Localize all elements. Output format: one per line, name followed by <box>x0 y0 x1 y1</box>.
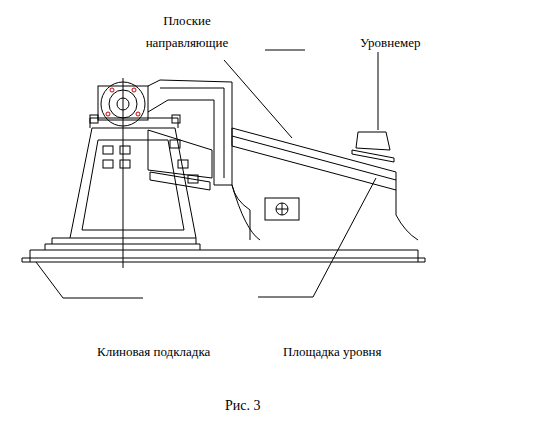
pedestal <box>70 128 196 238</box>
level-meter-base <box>352 150 394 162</box>
part-label: Плоские направляющие <box>139 10 235 54</box>
bolts <box>90 115 198 183</box>
part-label: Площадка уровня <box>283 341 381 363</box>
indicator-cross <box>276 203 288 215</box>
leader-line <box>224 60 292 138</box>
level-platform-edge <box>232 136 396 180</box>
bracket <box>148 130 212 178</box>
leader-line <box>258 178 376 297</box>
indicator-box <box>265 198 299 220</box>
frame-curve <box>232 185 260 240</box>
upper-arm-rib <box>160 88 224 178</box>
indicator <box>276 203 288 215</box>
center-line <box>123 78 124 268</box>
frame <box>232 185 418 240</box>
leader-line <box>36 262 143 298</box>
bracket-lower <box>150 172 210 190</box>
level-platform <box>232 128 396 190</box>
pedestal-inner <box>82 140 184 230</box>
leader-line <box>378 52 379 130</box>
part-label: Клиновая подкладка <box>97 341 210 363</box>
leader-line <box>265 50 305 51</box>
level-meter <box>356 132 390 150</box>
figure-caption: Рис. 3 <box>225 398 261 414</box>
part-label: Уровнемер <box>360 32 420 54</box>
upper-arm <box>148 80 232 185</box>
base-plate <box>22 250 425 262</box>
